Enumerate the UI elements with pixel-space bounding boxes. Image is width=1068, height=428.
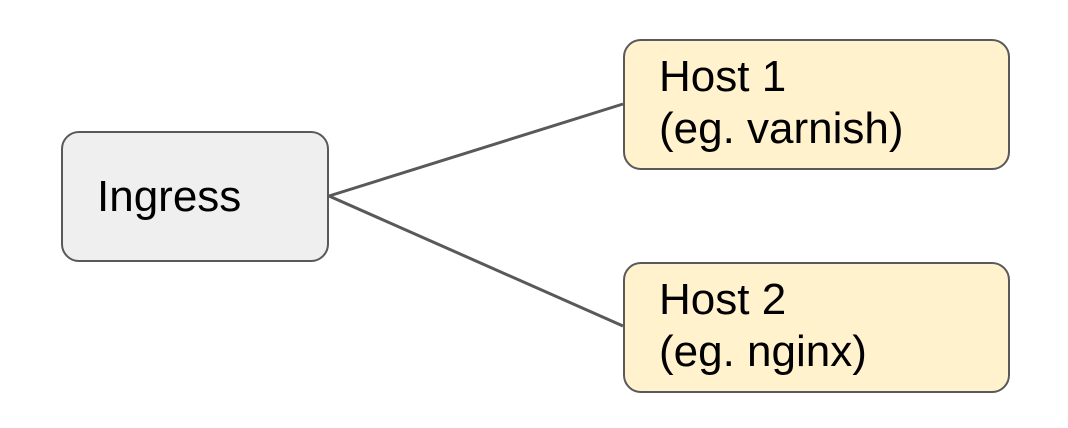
host2-title: Host 2	[659, 275, 787, 324]
edge-ingress-host1	[328, 102, 624, 198]
edge-ingress-host2	[328, 194, 624, 328]
host1-subtitle: (eg. varnish)	[659, 104, 904, 153]
host2-node: Host 2 (eg. nginx)	[623, 262, 1010, 393]
host2-subtitle: (eg. nginx)	[659, 327, 867, 376]
ingress-node: Ingress	[61, 131, 329, 262]
ingress-label: Ingress	[97, 171, 242, 221]
host1-node: Host 1 (eg. varnish)	[623, 39, 1010, 170]
host1-title: Host 1	[659, 52, 787, 101]
